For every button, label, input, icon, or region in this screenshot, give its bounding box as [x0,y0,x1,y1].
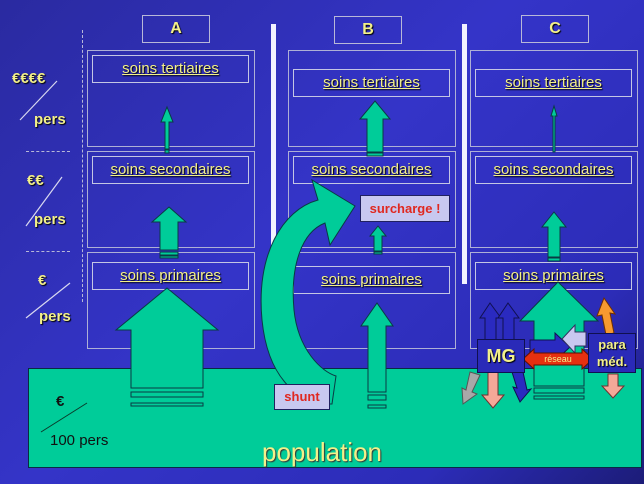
shunt-tag: shunt [274,384,330,410]
column-a-secondary-to-tertiary-arrow [160,105,174,150]
column-b-label: B [334,16,402,44]
paramedical-line1: para [598,337,626,352]
cost-slash [19,80,58,121]
cost-tertiary-amount: €€€€ [12,70,46,87]
column-c-tertiary-label: soins tertiaires [475,69,632,97]
cost-primary-amount: € [38,272,47,289]
population-cost-amount: € [56,393,65,410]
column-b-tertiary-label: soins tertiaires [293,69,450,97]
cost-slash [25,282,71,319]
population-cost-slash [40,402,88,433]
arrow-base-bar [373,251,383,255]
network-label: réseau [544,354,572,364]
paramed-to-primary-arrow [561,323,587,355]
arrow-base-bar [159,251,179,256]
arrow-base-bar [164,149,170,154]
column-c-label: C [521,15,589,43]
column-a-primary-to-secondary-arrow [150,206,188,251]
paramedical-line2: méd. [596,354,628,369]
arrow-base-bar [159,255,179,259]
cost-primary-unit: pers [39,308,71,325]
gp-salmon-arrow [480,371,506,409]
column-b-primary-to-secondary-arrow [368,225,388,252]
arrow-base-bar [366,152,384,157]
paramed-up-arrow [596,296,617,336]
gp-gray-arrow [461,371,481,405]
overload-tag: surcharge ! [360,195,450,222]
paramed-down-arrow [600,373,626,399]
arrow-base-bar [547,257,561,262]
separator-ab [271,24,276,284]
arrow-base-bar [533,387,585,394]
arrow-base-bar [130,391,204,398]
column-a-population-to-primary-arrow [114,287,220,389]
column-b-secondary-to-tertiary-arrow [358,100,392,153]
cost-divider-2 [26,251,70,252]
axis-divider [82,30,83,302]
separator-bc [462,24,467,284]
cost-secondary-unit: pers [34,211,66,228]
column-c-secondary-label: soins secondaires [475,156,632,184]
column-c-secondary-to-tertiary-arrow [550,104,558,153]
shunt-curved-arrow [260,178,356,405]
arrow-base-bar [367,394,387,401]
cost-secondary-amount: €€ [27,172,44,189]
column-a-tertiary-box [87,50,255,147]
arrow-base-bar [367,404,387,409]
column-b-population-to-primary-arrow [360,302,394,393]
column-c-primary-to-secondary-arrow [540,211,568,258]
cost-slash [25,176,63,227]
arrow-base-bar [130,402,204,407]
cost-divider-1 [26,151,70,152]
paramedical-box: para méd. [588,333,636,373]
population-cost-unit: 100 pers [50,432,109,449]
column-a-primary-label: soins primaires [92,262,249,290]
population-label: population [262,437,382,467]
column-a-tertiary-label: soins tertiaires [92,55,249,83]
column-a-secondary-label: soins secondaires [92,156,249,184]
arrow-base-bar [533,395,585,400]
cost-tertiary-unit: pers [34,111,66,128]
gp-down-arrow [511,371,533,403]
column-a-label: A [142,15,210,43]
gp-box: MG [477,339,525,373]
